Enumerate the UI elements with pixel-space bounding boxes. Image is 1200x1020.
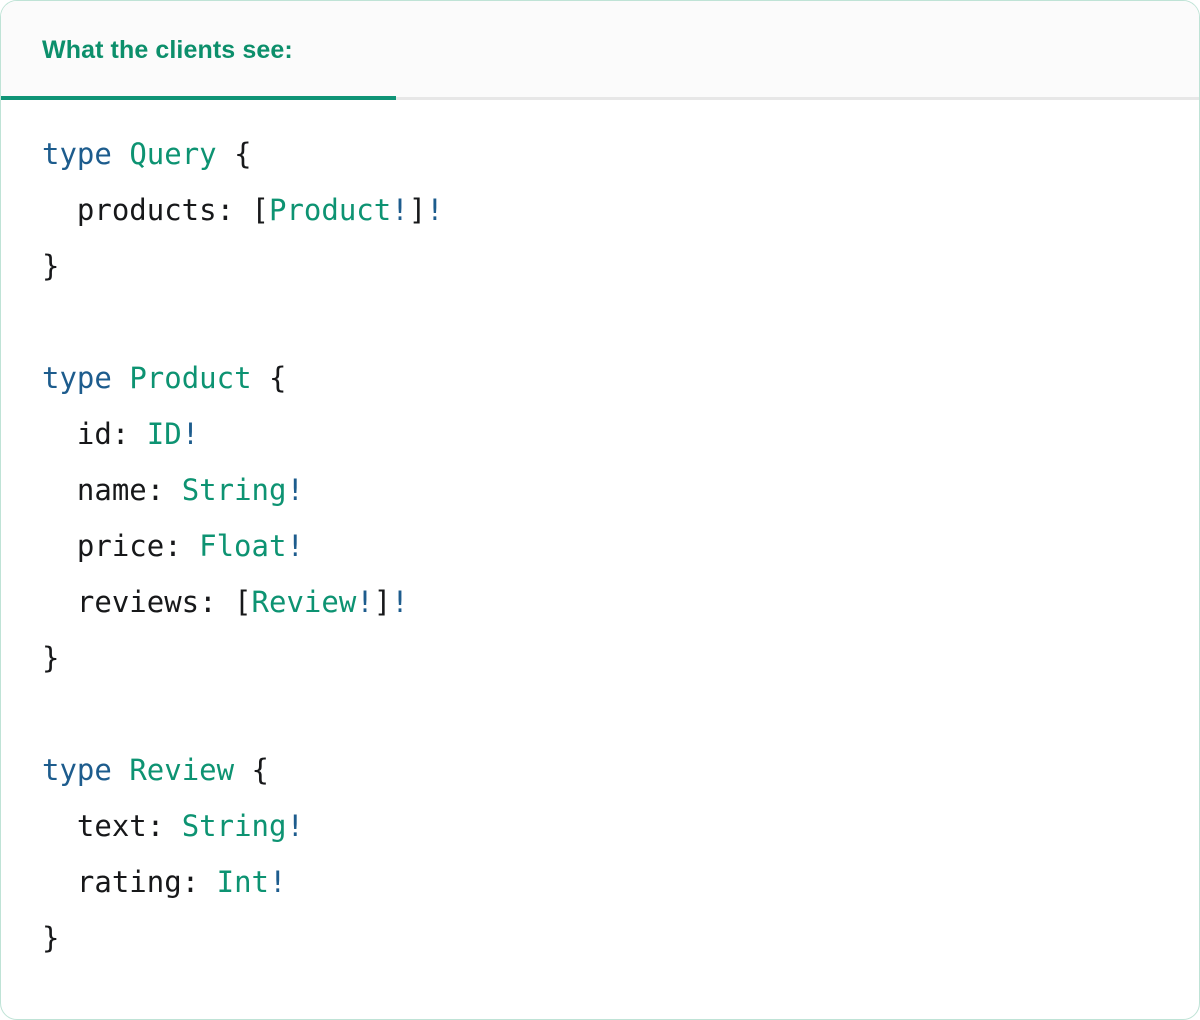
code-token-bang: !: [391, 585, 409, 619]
code-token-name: id: [42, 417, 112, 451]
code-token-pun: [112, 137, 129, 171]
code-line: price: Float!: [42, 518, 1199, 574]
code-token-pun: [252, 361, 269, 395]
code-area: type Query { products: [Product!]!} type…: [1, 100, 1199, 966]
tab-strip: What the clients see:: [1, 1, 1199, 100]
code-token-name: rating: [42, 865, 182, 899]
code-token-pun: [: [251, 193, 269, 227]
code-token-pun: :: [181, 865, 217, 899]
code-token-type: Review: [251, 585, 357, 619]
code-token-bang: !: [391, 193, 409, 227]
code-line: type Product {: [42, 350, 1199, 406]
code-token-pun: }: [42, 921, 60, 955]
code-token-pun: [: [234, 585, 252, 619]
code-token-bang: !: [286, 809, 304, 843]
code-line: type Review {: [42, 742, 1199, 798]
code-token-bang: !: [426, 193, 444, 227]
code-token-type: Review: [129, 753, 235, 787]
code-token-type: String: [181, 473, 287, 507]
code-line: [42, 294, 1199, 350]
code-token-bang: !: [269, 865, 287, 899]
code-token-pun: {: [234, 137, 252, 171]
code-token-name: products: [42, 193, 217, 227]
code-token-pun: {: [269, 361, 287, 395]
code-line: id: ID!: [42, 406, 1199, 462]
code-token-name: price: [42, 529, 165, 563]
code-token-pun: }: [42, 249, 60, 283]
code-line: rating: Int!: [42, 854, 1199, 910]
tab-label: What the clients see:: [42, 36, 293, 64]
tab-active-underline: [1, 96, 396, 100]
code-token-type: ID: [146, 417, 182, 451]
code-line: }: [42, 910, 1199, 966]
code-token-pun: :: [164, 529, 200, 563]
code-token-name: name: [42, 473, 147, 507]
code-token-pun: :: [146, 809, 182, 843]
code-token-pun: ]: [373, 585, 392, 619]
code-line: }: [42, 630, 1199, 686]
code-line: type Query {: [42, 126, 1199, 182]
code-line: [42, 686, 1199, 742]
code-token-name: reviews: [42, 585, 200, 619]
code-token-pun: :: [216, 193, 252, 227]
code-token-type: Int: [216, 865, 269, 899]
code-token-type: Query: [129, 137, 217, 171]
code-token-pun: {: [251, 753, 270, 787]
code-token-pun: [234, 753, 251, 787]
code-token-pun: [217, 137, 234, 171]
code-token-kw: type: [42, 361, 112, 395]
code-token-pun: }: [42, 641, 60, 675]
code-token-name: text: [42, 809, 147, 843]
code-token-type: Product: [269, 193, 392, 227]
code-token-type: Float: [199, 529, 287, 563]
code-token-pun: :: [199, 585, 235, 619]
code-token-bang: !: [286, 529, 304, 563]
code-token-bang: !: [286, 473, 304, 507]
code-line: name: String!: [42, 462, 1199, 518]
code-token-bang: !: [356, 585, 374, 619]
code-token-kw: type: [42, 753, 112, 787]
code-line: products: [Product!]!: [42, 182, 1199, 238]
code-token-pun: [112, 753, 129, 787]
code-token-pun: [112, 361, 129, 395]
code-token-bang: !: [181, 417, 200, 451]
code-line: }: [42, 238, 1199, 294]
code-token-type: Product: [129, 361, 252, 395]
graphql-schema-code[interactable]: type Query { products: [Product!]!} type…: [42, 126, 1199, 966]
code-token-pun: :: [146, 473, 182, 507]
code-line: reviews: [Review!]!: [42, 574, 1199, 630]
tab-what-the-clients-see[interactable]: What the clients see:: [1, 1, 396, 100]
code-token-kw: type: [42, 137, 112, 171]
code-token-type: String: [181, 809, 287, 843]
code-root: type Query { products: [Product!]!} type…: [42, 126, 1199, 966]
code-line: text: String!: [42, 798, 1199, 854]
tab-strip-divider: [1, 97, 1199, 100]
code-token-pun: :: [111, 417, 147, 451]
code-token-pun: ]: [408, 193, 427, 227]
